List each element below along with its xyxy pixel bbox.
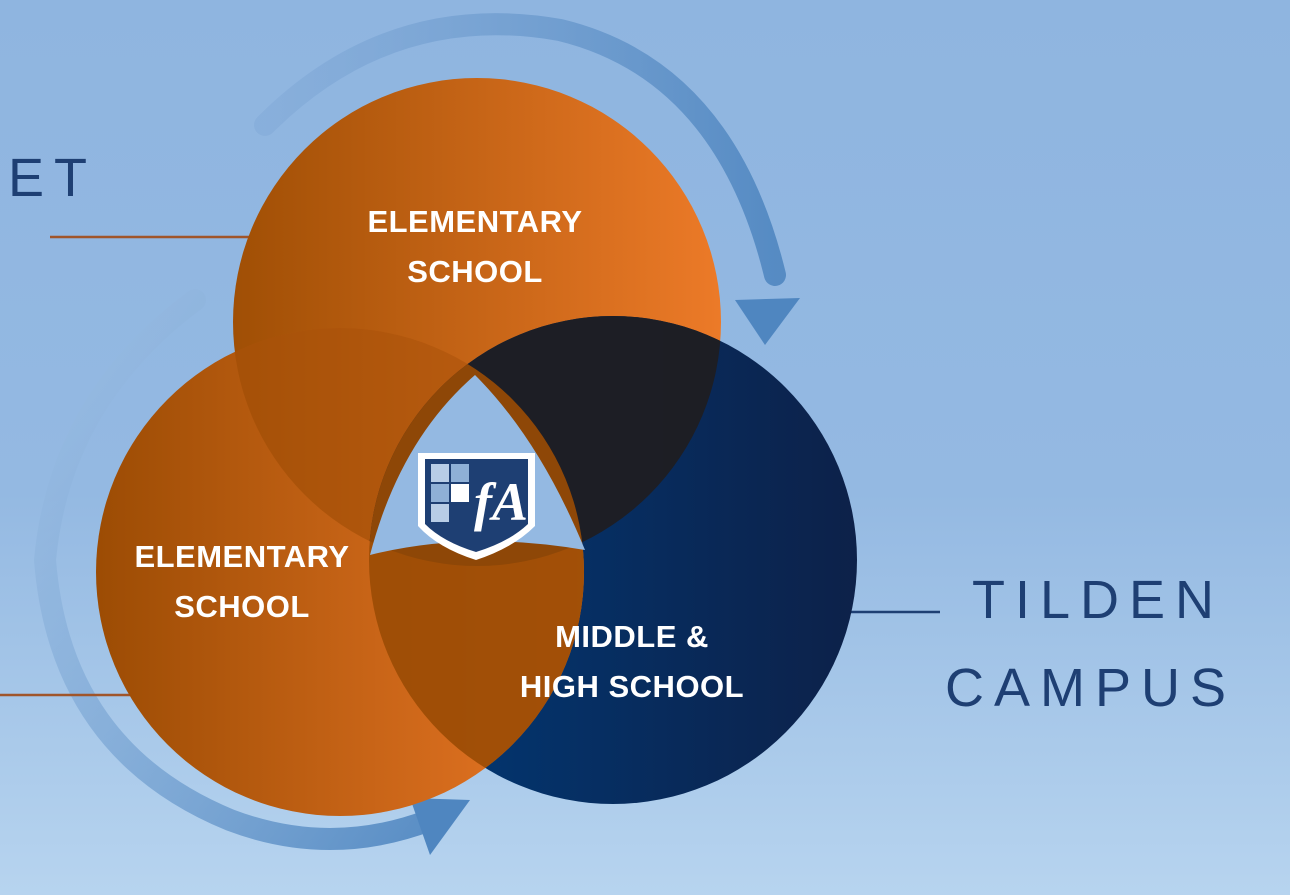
- tilden-campus-label-line2: CAMPUS: [945, 658, 1236, 718]
- school-logo-icon: fA: [418, 453, 535, 560]
- cycle-arrow-top: [254, 13, 786, 286]
- right-circle-label-line2: HIGH SCHOOL: [520, 669, 744, 704]
- top-left-campus-label: ET: [8, 148, 97, 208]
- top-circle-label-line2: SCHOOL: [407, 254, 543, 289]
- cycle-arrow-bottom: [33, 289, 441, 850]
- left-circle-label-line1: ELEMENTARY: [134, 539, 349, 574]
- left-circle-label-line2: SCHOOL: [174, 589, 310, 624]
- cycle-arrow-top-head: [735, 298, 800, 345]
- top-circle-label-line1: ELEMENTARY: [367, 204, 582, 239]
- logo-letters: fA: [474, 472, 528, 532]
- right-circle-label-line1: MIDDLE &: [555, 619, 709, 654]
- tilden-campus-label-line1: TILDEN: [972, 570, 1224, 630]
- overlap-top-left: [233, 328, 584, 566]
- cycle-arrow-bottom-head: [410, 798, 470, 855]
